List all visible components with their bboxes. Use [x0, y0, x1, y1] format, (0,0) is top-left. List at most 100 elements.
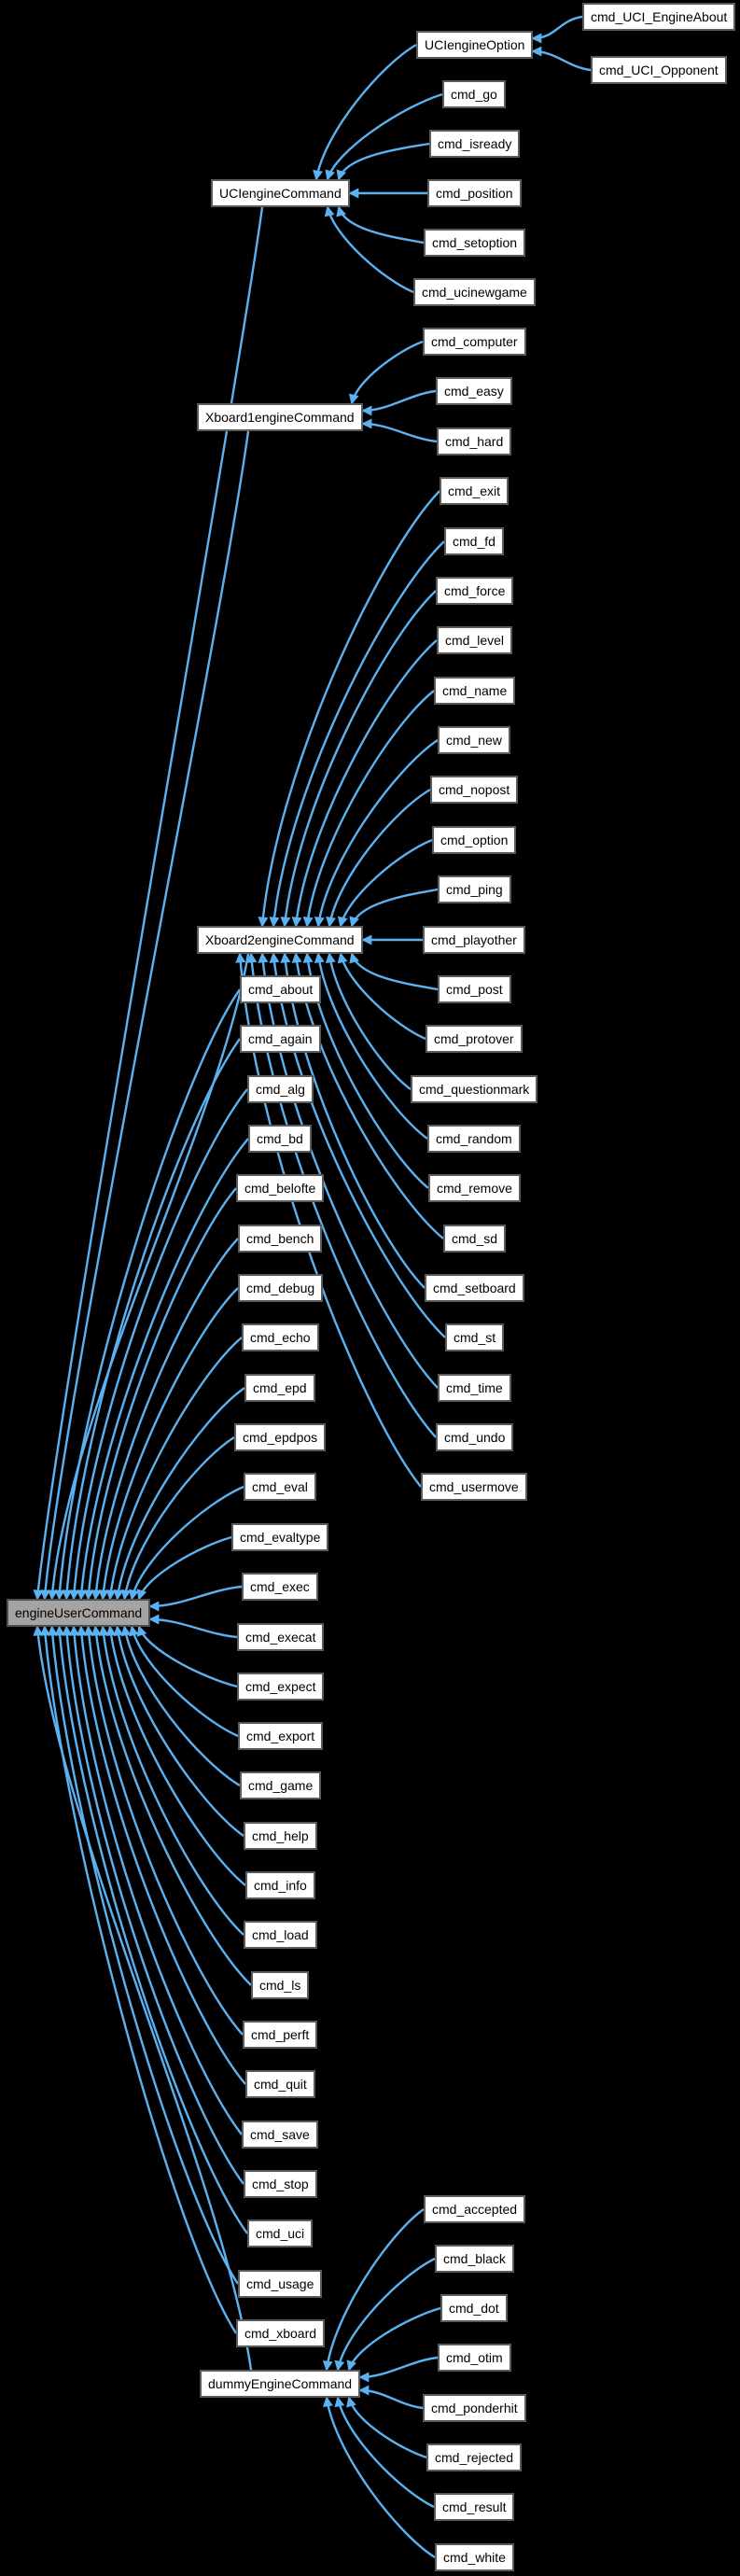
- node-cmd_UCI_EngineAbout[interactable]: cmd_UCI_EngineAbout: [582, 3, 736, 31]
- node-cmd_option[interactable]: cmd_option: [432, 826, 517, 854]
- node-cmd_black[interactable]: cmd_black: [435, 2245, 514, 2273]
- node-cmd_belofte[interactable]: cmd_belofte: [236, 1174, 325, 1202]
- node-cmd_computer[interactable]: cmd_computer: [423, 328, 526, 356]
- node-cmd_alg[interactable]: cmd_alg: [247, 1075, 314, 1103]
- edge-cmd_belofte-to-engineUserCommand: [83, 1187, 237, 1601]
- edge-cmd_xboard-to-engineUserCommand: [40, 1625, 238, 2334]
- node-cmd_otim[interactable]: cmd_otim: [438, 2344, 511, 2372]
- edge-cmd_black-to-dummyEngineCommand: [334, 2257, 436, 2372]
- node-cmd_exit[interactable]: cmd_exit: [440, 477, 510, 505]
- node-cmd_epdpos[interactable]: cmd_epdpos: [234, 1423, 327, 1451]
- node-cmd_evaltype[interactable]: cmd_evaltype: [231, 1523, 329, 1551]
- node-cmd_UCI_Opponent[interactable]: cmd_UCI_Opponent: [591, 56, 727, 84]
- node-cmd_save[interactable]: cmd_save: [242, 2121, 318, 2149]
- node-cmd_name[interactable]: cmd_name: [434, 677, 516, 705]
- node-cmd_ucinewgame[interactable]: cmd_ucinewgame: [413, 278, 536, 306]
- node-cmd_undo[interactable]: cmd_undo: [436, 1423, 514, 1451]
- edge-cmd_fd-to-Xboard2engineCommand: [269, 540, 445, 928]
- node-cmd_echo[interactable]: cmd_echo: [242, 1323, 319, 1351]
- node-cmd_debug[interactable]: cmd_debug: [238, 1274, 324, 1302]
- edge-UCIengineCommand-to-engineUserCommand: [33, 206, 264, 1601]
- node-cmd_stop[interactable]: cmd_stop: [244, 2170, 317, 2198]
- node-cmd_perft[interactable]: cmd_perft: [243, 2021, 318, 2049]
- edge-cmd_bench-to-engineUserCommand: [91, 1238, 239, 1601]
- edge-cmd_epdpos-to-engineUserCommand: [120, 1435, 235, 1601]
- node-cmd_questionmark[interactable]: cmd_questionmark: [411, 1075, 538, 1103]
- edge-cmd_computer-to-Xboard1engineCommand: [348, 340, 424, 405]
- node-cmd_protover[interactable]: cmd_protover: [426, 1025, 523, 1053]
- node-UCIengineCommand[interactable]: UCIengineCommand: [211, 179, 350, 207]
- node-cmd_again[interactable]: cmd_again: [240, 1025, 321, 1053]
- node-cmd_xboard[interactable]: cmd_xboard: [236, 2319, 326, 2347]
- node-cmd_bd[interactable]: cmd_bd: [248, 1125, 312, 1153]
- node-cmd_dot[interactable]: cmd_dot: [440, 2294, 508, 2322]
- node-cmd_white[interactable]: cmd_white: [435, 2543, 514, 2571]
- node-cmd_ping[interactable]: cmd_ping: [438, 875, 511, 903]
- node-cmd_execat[interactable]: cmd_execat: [237, 1623, 325, 1651]
- edge-cmd_eval-to-engineUserCommand: [128, 1485, 244, 1601]
- node-cmd_go[interactable]: cmd_go: [442, 80, 506, 108]
- edge-UCIengineOption-to-UCIengineCommand: [313, 43, 417, 181]
- edge-cmd_UCI_EngineAbout-to-UCIengineOption: [531, 15, 583, 44]
- edge-cmd_evaltype-to-engineUserCommand: [136, 1535, 232, 1601]
- edge-cmd_white-to-dummyEngineCommand: [323, 2396, 436, 2559]
- node-cmd_st[interactable]: cmd_st: [445, 1323, 505, 1351]
- edge-cmd_dot-to-dummyEngineCommand: [346, 2306, 441, 2372]
- node-cmd_result[interactable]: cmd_result: [434, 2493, 515, 2521]
- edge-cmd_exec-to-engineUserCommand: [148, 1585, 243, 1612]
- node-engineUserCommand[interactable]: engineUserCommand: [7, 1599, 151, 1627]
- node-cmd_bench[interactable]: cmd_bench: [238, 1225, 323, 1253]
- node-cmd_random[interactable]: cmd_random: [427, 1125, 521, 1153]
- node-cmd_usermove[interactable]: cmd_usermove: [421, 1473, 527, 1501]
- node-cmd_export[interactable]: cmd_export: [238, 1722, 324, 1750]
- edge-cmd_new-to-Xboard2engineCommand: [314, 739, 439, 928]
- edge-cmd_setoption-to-UCIengineCommand: [336, 205, 425, 245]
- node-cmd_level[interactable]: cmd_level: [437, 626, 513, 654]
- edge-cmd_save-to-engineUserCommand: [69, 1625, 243, 2135]
- node-cmd_about[interactable]: cmd_about: [240, 975, 322, 1003]
- edge-cmd_perft-to-engineUserCommand: [83, 1625, 244, 2036]
- node-Xboard2engineCommand[interactable]: Xboard2engineCommand: [197, 926, 363, 954]
- node-cmd_post[interactable]: cmd_post: [438, 975, 511, 1003]
- node-cmd_sd[interactable]: cmd_sd: [443, 1225, 507, 1253]
- node-cmd_playother[interactable]: cmd_playother: [423, 926, 525, 954]
- node-cmd_nopost[interactable]: cmd_nopost: [430, 776, 519, 804]
- node-cmd_accepted[interactable]: cmd_accepted: [424, 2195, 526, 2223]
- node-cmd_isready[interactable]: cmd_isready: [429, 130, 521, 158]
- node-cmd_epd[interactable]: cmd_epd: [244, 1374, 315, 1402]
- node-cmd_game[interactable]: cmd_game: [240, 1771, 322, 1799]
- node-cmd_rejected[interactable]: cmd_rejected: [426, 2443, 523, 2471]
- node-cmd_help[interactable]: cmd_help: [244, 1822, 317, 1850]
- node-cmd_exec[interactable]: cmd_exec: [242, 1573, 318, 1601]
- node-cmd_fd[interactable]: cmd_fd: [444, 527, 504, 555]
- node-cmd_ponderhit[interactable]: cmd_ponderhit: [423, 2394, 526, 2422]
- node-cmd_setboard[interactable]: cmd_setboard: [425, 1274, 524, 1302]
- node-cmd_force[interactable]: cmd_force: [436, 577, 514, 605]
- edge-cmd_game-to-engineUserCommand: [120, 1625, 241, 1787]
- node-cmd_info[interactable]: cmd_info: [245, 1871, 315, 1899]
- node-cmd_time[interactable]: cmd_time: [438, 1374, 511, 1402]
- edge-cmd_result-to-dummyEngineCommand: [334, 2396, 435, 2509]
- node-cmd_new[interactable]: cmd_new: [438, 726, 510, 754]
- edge-cmd_execat-to-engineUserCommand: [148, 1614, 238, 1639]
- edge-cmd_exit-to-Xboard2engineCommand: [258, 490, 440, 928]
- node-cmd_uci[interactable]: cmd_uci: [247, 2219, 314, 2247]
- node-cmd_easy[interactable]: cmd_easy: [436, 377, 512, 405]
- node-cmd_eval[interactable]: cmd_eval: [244, 1473, 316, 1501]
- node-cmd_ls[interactable]: cmd_ls: [251, 1971, 310, 1999]
- node-cmd_usage[interactable]: cmd_usage: [238, 2270, 323, 2298]
- node-cmd_remove[interactable]: cmd_remove: [428, 1174, 521, 1202]
- node-cmd_load[interactable]: cmd_load: [244, 1921, 317, 1949]
- node-dummyEngineCommand[interactable]: dummyEngineCommand: [200, 2370, 361, 2398]
- edge-cmd_hard-to-Xboard1engineCommand: [361, 418, 438, 443]
- node-cmd_hard[interactable]: cmd_hard: [437, 427, 512, 455]
- node-UCIengineOption[interactable]: UCIengineOption: [416, 31, 534, 59]
- node-cmd_position[interactable]: cmd_position: [427, 179, 522, 207]
- node-Xboard1engineCommand[interactable]: Xboard1engineCommand: [197, 403, 363, 431]
- edge-cmd_info-to-engineUserCommand: [105, 1625, 246, 1886]
- edge-cmd_UCI_Opponent-to-UCIengineOption: [531, 46, 592, 72]
- node-cmd_expect[interactable]: cmd_expect: [237, 1673, 325, 1701]
- node-cmd_setoption[interactable]: cmd_setoption: [424, 229, 526, 257]
- node-cmd_quit[interactable]: cmd_quit: [245, 2070, 315, 2098]
